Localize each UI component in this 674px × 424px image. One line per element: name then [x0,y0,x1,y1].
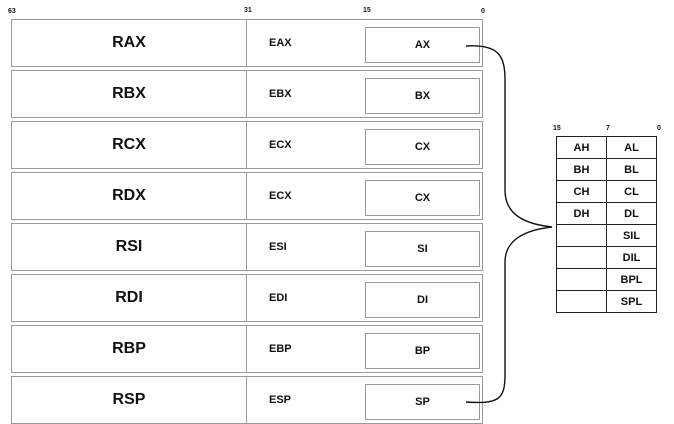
byte-register-row: DIL [556,246,657,269]
register-16bit: BX [365,78,480,114]
byte-register-high: DH [556,202,607,225]
byte-register-low: DL [606,202,657,225]
byte-register-row: DH DL [556,202,657,225]
bit-label-0: 0 [481,8,485,15]
register-32bit: EBX [269,88,292,100]
register-32bit-cell: EBP BP [246,326,482,372]
register-64bit: RSI [115,238,143,255]
byte-register-high [556,290,607,313]
register-row-rdi: RDI EDI DI [11,274,483,322]
byte-register-high: AH [556,136,607,159]
byte-register-low: BL [606,158,657,181]
byte-register-high [556,224,607,247]
bit-label-15: 15 [363,7,371,14]
byte-register-high [556,268,607,291]
byte-register-row: BPL [556,268,657,291]
register-32bit-cell: ECX CX [246,173,482,219]
register-32bit-cell: ESI SI [246,224,482,270]
byte-register-table: AH AL BH BL CH CL DH DL SIL DIL BPL SPL [556,136,657,313]
register-32bit: ECX [269,190,292,202]
small-bit-label-0: 0 [657,125,661,132]
register-64bit: RBP [112,340,146,357]
register-32bit: ESI [269,241,287,253]
small-bit-label-15: 15 [553,125,561,132]
register-64bit: RBX [112,85,146,102]
register-16bit: CX [365,180,480,216]
register-64bit: RCX [112,136,146,153]
bit-label-63: 63 [8,8,16,15]
register-16bit: BP [365,333,480,369]
register-16bit: DI [365,282,480,318]
small-bit-label-7: 7 [606,125,610,132]
byte-register-low: DIL [606,246,657,269]
register-64bit: RAX [112,34,146,51]
byte-register-low: SPL [606,290,657,313]
byte-register-high: BH [556,158,607,181]
register-64bit: RDX [112,187,146,204]
register-64bit: RSP [112,391,146,408]
byte-register-high: CH [556,180,607,203]
register-row-rbx: RBX EBX BX [11,70,483,118]
register-row-rdx: RDX ECX CX [11,172,483,220]
register-16bit: AX [365,27,480,63]
byte-register-row: SIL [556,224,657,247]
brace-connector [465,45,553,404]
byte-register-row: CH CL [556,180,657,203]
register-32bit-cell: ECX CX [246,122,482,168]
register-row-rcx: RCX ECX CX [11,121,483,169]
register-32bit-cell: EDI DI [246,275,482,321]
register-32bit: EAX [269,37,292,49]
register-32bit: ESP [269,394,292,406]
register-32bit-cell: EAX AX [246,20,482,66]
register-row-rsi: RSI ESI SI [11,223,483,271]
register-row-rbp: RBP EBP BP [11,325,483,373]
register-32bit-cell: EBX BX [246,71,482,117]
bit-label-31: 31 [244,7,252,14]
byte-register-low: CL [606,180,657,203]
byte-register-low: BPL [606,268,657,291]
register-32bit: EDI [269,292,288,304]
register-16bit: SI [365,231,480,267]
byte-register-high [556,246,607,269]
byte-register-row: AH AL [556,136,657,159]
register-32bit: EBP [269,343,292,355]
register-row-rax: RAX EAX AX [11,19,483,67]
register-16bit: CX [365,129,480,165]
byte-register-low: AL [606,136,657,159]
byte-register-row: SPL [556,290,657,313]
byte-register-row: BH BL [556,158,657,181]
byte-register-low: SIL [606,224,657,247]
register-32bit: ECX [269,139,292,151]
register-64bit: RDI [115,289,143,306]
